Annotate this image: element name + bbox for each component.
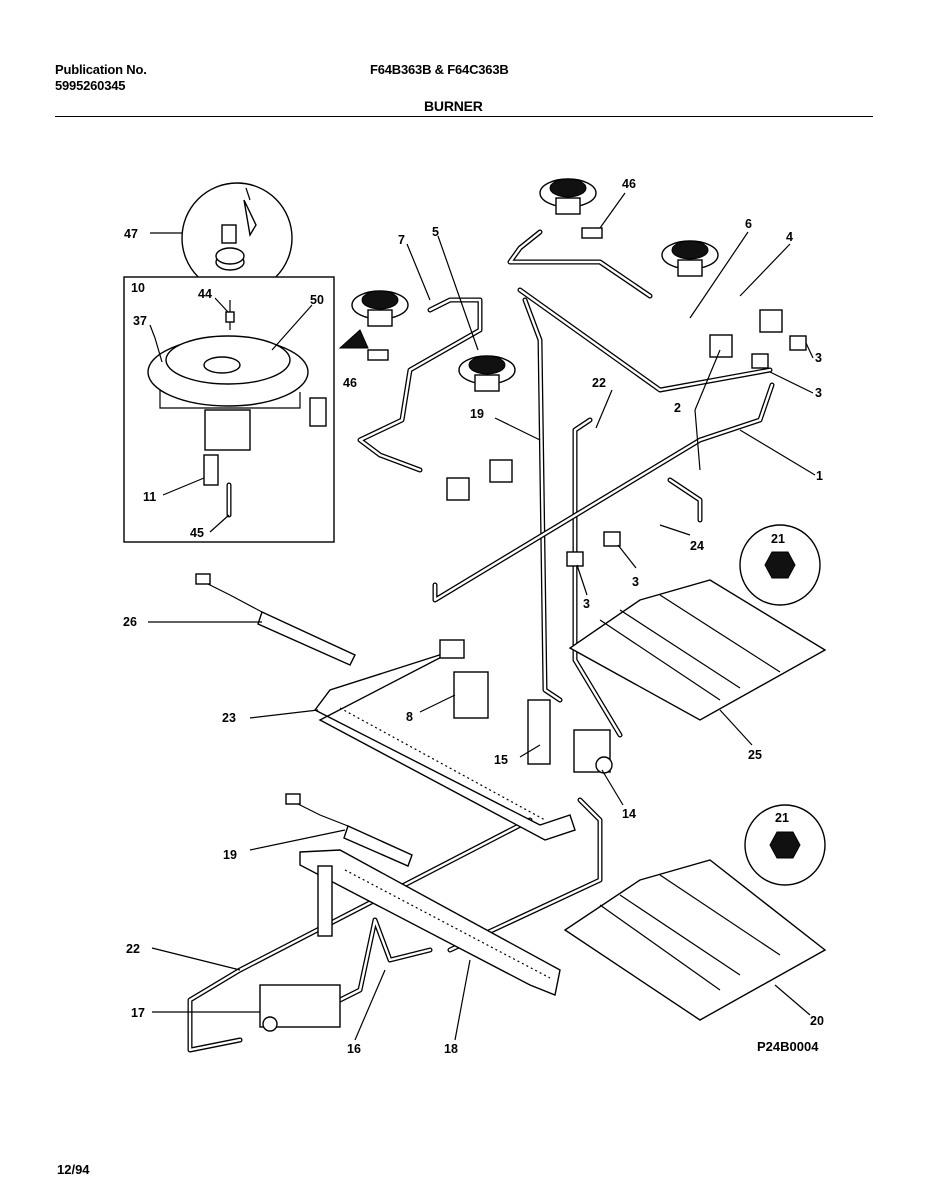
callout-6: 6: [745, 217, 752, 231]
callout-3b: 3: [815, 386, 822, 400]
callout-46a: 46: [622, 177, 636, 191]
figure-code: P24B0004: [757, 1039, 819, 1054]
callout-1: 1: [816, 469, 823, 483]
callout-15: 15: [494, 753, 508, 767]
callout-7: 7: [398, 233, 405, 247]
callout-45: 45: [190, 526, 204, 540]
callout-24: 24: [690, 539, 704, 553]
burner-valves: [446, 309, 807, 567]
gas-tubing: [187, 229, 775, 1053]
callout-8: 8: [406, 710, 413, 724]
callout-25: 25: [748, 748, 762, 762]
callout-19b: 19: [223, 848, 237, 862]
callout-14: 14: [622, 807, 636, 821]
header-rule: [55, 116, 873, 117]
callout-23: 23: [222, 711, 236, 725]
callout-16: 16: [347, 1042, 361, 1056]
oven-burner: [313, 639, 576, 841]
surface-burners: [338, 178, 719, 392]
callout-26: 26: [123, 615, 137, 629]
callout-17: 17: [131, 1006, 145, 1020]
callout-47: 47: [124, 227, 138, 241]
callout-labels: 47 10 44 50 37 11 45 7 5 46 46 6 4 3 3 3…: [123, 177, 824, 1056]
callout-3a: 3: [815, 351, 822, 365]
callout-5: 5: [432, 225, 439, 239]
callout-3d: 3: [583, 597, 590, 611]
heat-shields: [563, 524, 827, 1021]
publication-number: 5995260345: [55, 78, 126, 93]
section-title: BURNER: [424, 98, 483, 114]
callout-21b: 21: [775, 811, 789, 825]
callout-4: 4: [786, 230, 793, 244]
callout-50: 50: [310, 293, 324, 307]
callout-22a: 22: [592, 376, 606, 390]
callout-19a: 19: [470, 407, 484, 421]
burner-detail-inset: [123, 182, 335, 543]
footer-date: 12/94: [57, 1162, 90, 1177]
callout-10: 10: [131, 281, 145, 295]
valves-and-thermostat: [259, 671, 613, 1032]
callout-46b: 46: [343, 376, 357, 390]
callout-18: 18: [444, 1042, 458, 1056]
leader-lines: [148, 192, 816, 1041]
callout-2: 2: [674, 401, 681, 415]
callout-21a: 21: [771, 532, 785, 546]
callout-37: 37: [133, 314, 147, 328]
publication-label: Publication No.: [55, 62, 147, 77]
broil-burner: [299, 849, 561, 996]
callout-11: 11: [143, 490, 156, 504]
model-number: F64B363B & F64C363B: [370, 62, 509, 77]
igniters: [195, 573, 413, 867]
callout-44: 44: [198, 287, 212, 301]
callout-3c: 3: [632, 575, 639, 589]
callout-20: 20: [810, 1014, 824, 1028]
callout-22b: 22: [126, 942, 140, 956]
